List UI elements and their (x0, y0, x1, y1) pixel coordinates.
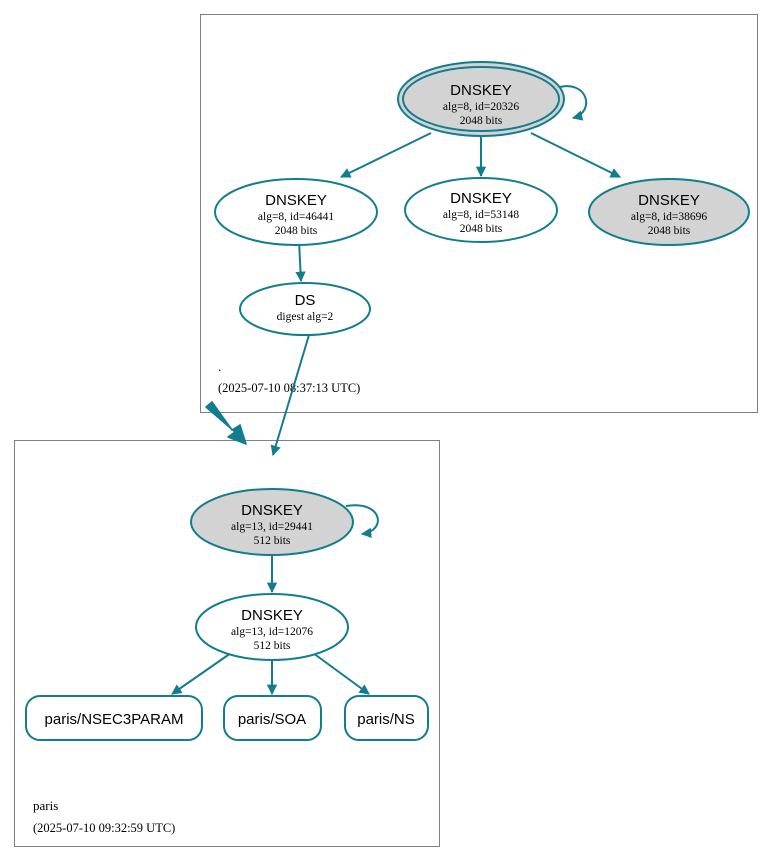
zone-timestamp-paris: (2025-07-10 09:32:59 UTC) (33, 821, 175, 835)
node-root-zsk-38696-ellipse (588, 178, 750, 246)
node-root-zsk-46441-alg-id: alg=8, id=46441 (258, 211, 334, 223)
zone-cluster-paris: paris (2025-07-10 09:32:59 UTC) (14, 440, 440, 847)
zone-cluster-root-border (200, 14, 758, 413)
node-root-ds-ellipse (239, 282, 371, 336)
node-root-ksk-title: DNSKEY (450, 82, 512, 99)
node-root-ksk-inner-ellipse (402, 66, 560, 132)
node-root-zsk-53148-alg-id: alg=8, id=53148 (443, 209, 519, 221)
rrset-node-paris-ns[interactable]: paris/NS (344, 695, 429, 741)
edge-paris-zsk-to-nsec3param (171, 652, 232, 695)
node-root-zsk-38696-alg-id: alg=8, id=38696 (631, 211, 707, 223)
rrset-node-paris-nsec3param[interactable]: paris/NSEC3PARAM (25, 695, 203, 741)
node-paris-ksk-size: 512 bits (254, 535, 291, 547)
node-paris-ksk-dnskey-29441[interactable]: DNSKEY alg=13, id=29441 512 bits (190, 488, 354, 556)
rrset-box-paris-nsec3param (25, 695, 203, 741)
node-root-zsk-dnskey-38696[interactable]: DNSKEY alg=8, id=38696 2048 bits (588, 178, 750, 246)
node-root-zsk-53148-size: 2048 bits (460, 223, 503, 235)
node-root-zsk-53148-ellipse (404, 177, 558, 243)
node-root-ksk-alg-id: alg=8, id=20326 (443, 101, 519, 113)
edge-root-ksk-self-signature (555, 85, 588, 121)
node-paris-zsk-dnskey-12076[interactable]: DNSKEY alg=13, id=12076 512 bits (195, 593, 349, 661)
node-paris-zsk-ellipse (195, 593, 349, 661)
node-root-zsk-46441-title: DNSKEY (265, 192, 327, 209)
node-root-ksk-size: 2048 bits (460, 115, 503, 127)
node-root-zsk-46441-size: 2048 bits (275, 225, 318, 237)
node-root-zsk-dnskey-53148[interactable]: DNSKEY alg=8, id=53148 2048 bits (404, 177, 558, 243)
node-root-ksk-dnskey-20326[interactable]: DNSKEY alg=8, id=20326 2048 bits (397, 61, 565, 137)
node-root-ds-digest: digest alg=2 (277, 311, 334, 323)
node-root-ds-digest-alg-2[interactable]: DS digest alg=2 (239, 282, 371, 336)
zone-cluster-root: . (2025-07-10 08:37:13 UTC) (200, 14, 758, 413)
zone-cluster-paris-border (14, 440, 440, 847)
node-root-zsk-38696-title: DNSKEY (638, 192, 700, 209)
node-paris-ksk-alg-id: alg=13, id=29441 (231, 521, 313, 533)
node-paris-zsk-alg-id: alg=13, id=12076 (231, 626, 313, 638)
edges-root-zone (295, 85, 621, 283)
edge-paris-ksk-self-signature (345, 504, 379, 539)
node-paris-ksk-ellipse (190, 488, 354, 556)
edge-root-ds-to-paris-ksk (270, 334, 310, 456)
edge-root-ksk-to-zsk-46441 (340, 132, 432, 178)
node-root-zsk-46441-ellipse (214, 178, 378, 246)
rrset-box-paris-ns (344, 695, 429, 741)
edge-paris-zsk-to-ns (312, 652, 370, 695)
node-paris-zsk-size: 512 bits (254, 640, 291, 652)
rrset-node-paris-soa[interactable]: paris/SOA (223, 695, 322, 741)
node-paris-ksk-title: DNSKEY (241, 502, 303, 519)
rrset-box-paris-soa (223, 695, 322, 741)
node-root-zsk-53148-title: DNSKEY (450, 190, 512, 207)
edges-paris-zone (171, 504, 379, 696)
node-root-zsk-dnskey-46441[interactable]: DNSKEY alg=8, id=46441 2048 bits (214, 178, 378, 246)
node-paris-zsk-title: DNSKEY (241, 607, 303, 624)
node-root-ds-title: DS (295, 292, 316, 309)
node-root-zsk-38696-size: 2048 bits (648, 225, 691, 237)
zone-label-root: . (218, 359, 221, 374)
zone-label-paris: paris (33, 798, 58, 813)
edge-root-ksk-to-zsk-38696 (530, 132, 621, 178)
zone-timestamp-root: (2025-07-10 08:37:13 UTC) (218, 381, 360, 395)
rrset-label-paris-soa: paris/SOA (238, 711, 306, 728)
edge-zone-delegation-root-to-paris (205, 401, 247, 445)
rrset-label-paris-ns: paris/NS (357, 711, 415, 728)
rrset-label-paris-nsec3param: paris/NSEC3PARAM (45, 711, 184, 728)
edge-root-zsk-46441-to-ds (295, 240, 306, 283)
